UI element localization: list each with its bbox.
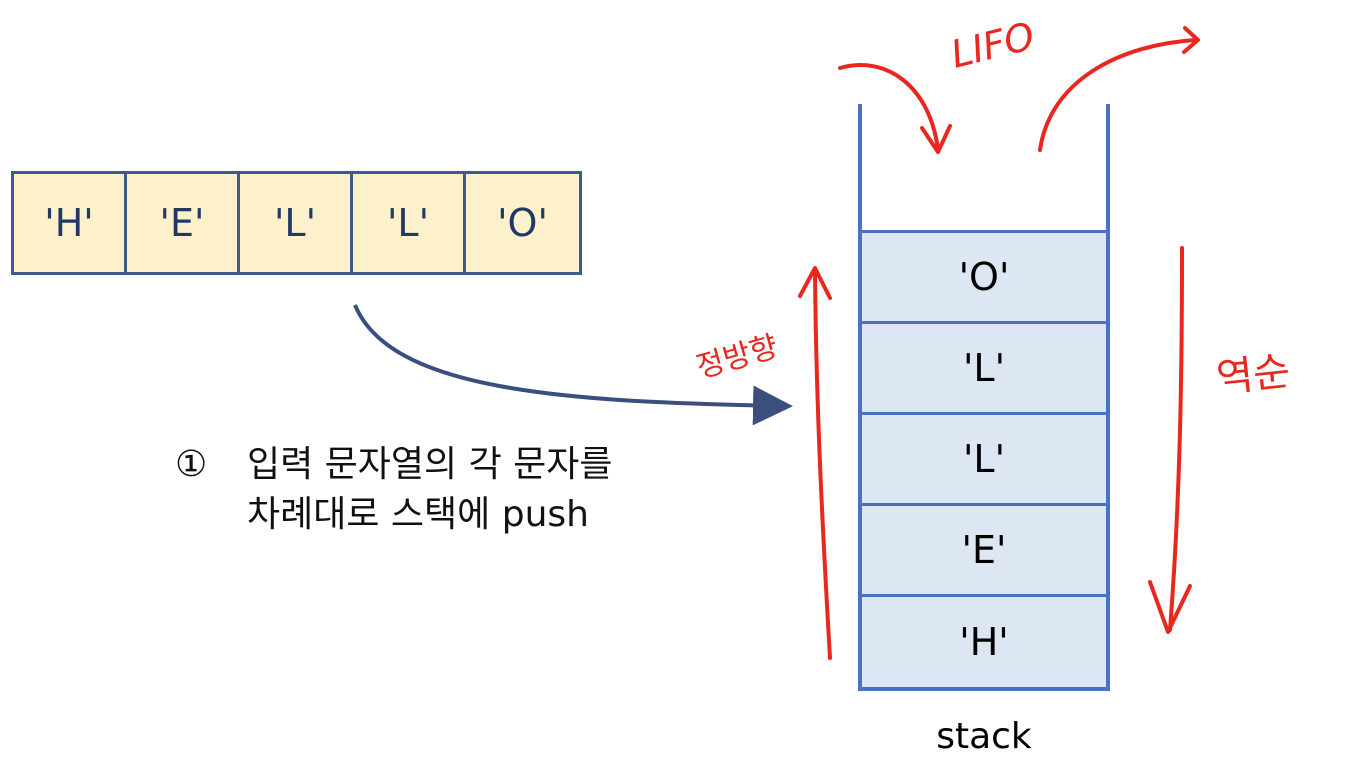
reverse-label: 역순 [1214, 349, 1292, 402]
step-caption: ① 입력 문자열의 각 문자를 차례대로 스택에 push [175, 440, 613, 540]
reverse-arrow-head-icon [1148, 580, 1192, 634]
array-cell: 'H' [14, 174, 127, 272]
caption-line-1: 입력 문자열의 각 문자를 [247, 444, 613, 485]
stack-slot: 'O' [862, 233, 1106, 324]
array-cell: 'O' [497, 201, 548, 245]
stack-slot: 'E' [862, 506, 1106, 597]
stack-container: 'O' 'L' 'L' 'E' 'H' [858, 230, 1110, 691]
array-cell: 'E' [127, 174, 240, 272]
pop-out-arrow-head-icon [1182, 26, 1200, 54]
stack-label: stack [936, 716, 1032, 757]
push-in-arrow-icon [838, 63, 940, 152]
array-cell: 'L' [353, 174, 466, 272]
caption-line-2: 차례대로 스택에 push [247, 494, 589, 535]
pop-out-arrow-icon [1038, 38, 1197, 152]
input-array: 'H' 'E' 'L' 'L' 'O' [11, 171, 582, 275]
forward-arrow-head-icon [798, 266, 832, 300]
array-cell: 'L' [240, 174, 353, 272]
stack-slot: 'L' [862, 324, 1106, 415]
stack-slot: 'L' [862, 415, 1106, 506]
push-arrow [353, 304, 793, 426]
step-number: ① [175, 444, 208, 485]
stack-slot: 'H' [959, 620, 1009, 664]
forward-arrow-icon [813, 268, 832, 660]
forward-label: 정방향 [693, 329, 782, 385]
lifo-label: LIFO [947, 14, 1039, 77]
push-in-arrow-head-icon [920, 124, 952, 154]
reverse-arrow-icon [1168, 246, 1184, 632]
